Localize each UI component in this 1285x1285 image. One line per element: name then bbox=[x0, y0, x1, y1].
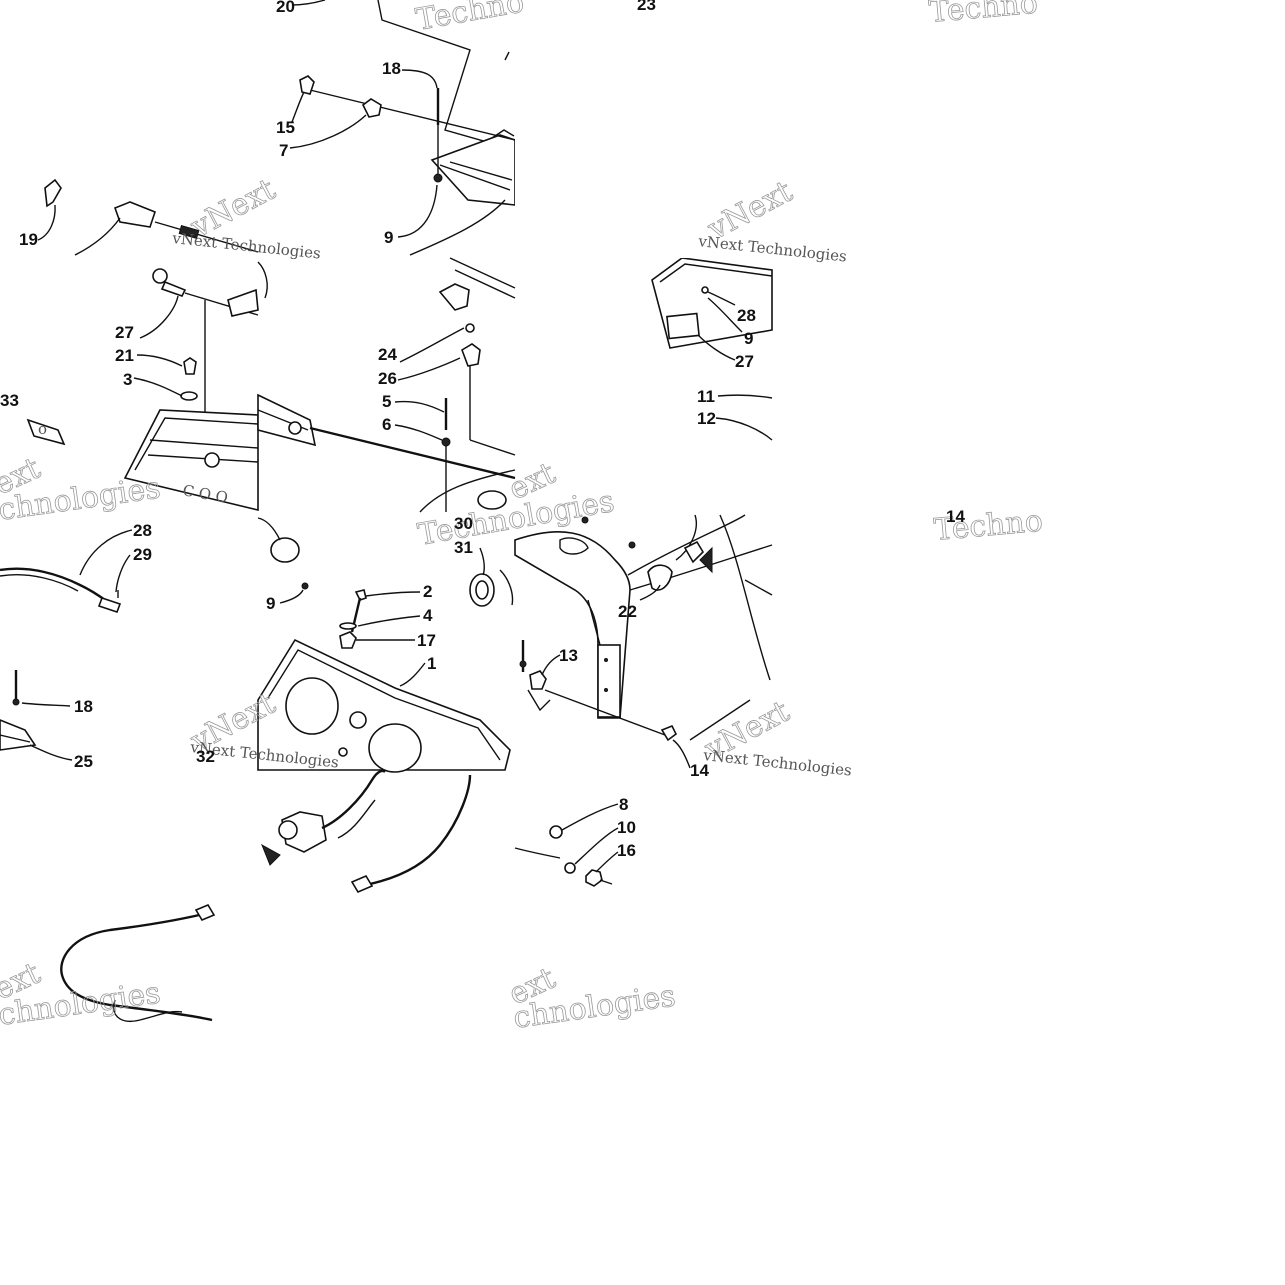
wire-harness bbox=[60, 769, 619, 1022]
callout-label: 15 bbox=[276, 118, 295, 137]
fasteners-top bbox=[289, 0, 691, 238]
callout-label: 13 bbox=[559, 646, 578, 665]
console-cover-panel bbox=[377, 0, 516, 256]
callout-label: 28 bbox=[133, 521, 152, 540]
callout-label: 10 bbox=[617, 818, 636, 837]
callout-label: 12 bbox=[697, 409, 716, 428]
callout-label: 26 bbox=[378, 369, 397, 388]
line-art: C O O o bbox=[0, 0, 971, 1022]
gauge-panel bbox=[257, 517, 514, 773]
callout-label: 4 bbox=[423, 606, 433, 625]
callout-label: 7 bbox=[279, 141, 288, 160]
callout-label: 9 bbox=[384, 228, 393, 247]
callout-label: 3 bbox=[123, 370, 132, 389]
callout-label: 22 bbox=[618, 602, 637, 621]
callout-label: 6 bbox=[382, 415, 391, 434]
watermark-brand: vNext Technologies bbox=[171, 229, 322, 263]
watermark-fragment: Techno bbox=[413, 0, 526, 38]
callout-label: 21 bbox=[115, 346, 134, 365]
callout-label: 14 bbox=[690, 761, 709, 780]
callout-label: 28 bbox=[737, 306, 756, 325]
callout-label: 29 bbox=[133, 545, 152, 564]
callout-label: 23 bbox=[637, 0, 656, 14]
callout-label: 19 bbox=[19, 230, 38, 249]
hood-side-right bbox=[514, 514, 773, 769]
callout-label: 30 bbox=[454, 514, 473, 533]
watermark-fragment: Techno bbox=[928, 0, 1040, 30]
callout-label: 25 bbox=[74, 752, 93, 771]
callout-label: 8 bbox=[619, 795, 628, 814]
callout-label: 16 bbox=[617, 841, 636, 860]
callout-label: 32 bbox=[196, 747, 215, 766]
callout-label: 9 bbox=[744, 329, 753, 348]
svg-text:o: o bbox=[38, 420, 47, 438]
throttle-assembly bbox=[37, 178, 259, 256]
callout-label: 18 bbox=[74, 697, 93, 716]
callout-labels: 20 23 18 15 7 9 19 27 21 3 33 24 26 5 6 … bbox=[0, 0, 965, 860]
callout-label: 17 bbox=[417, 631, 436, 650]
callout-label: 1 bbox=[427, 654, 436, 673]
callout-label: 14 bbox=[946, 507, 965, 526]
callout-label: 5 bbox=[382, 392, 391, 411]
callout-label: 27 bbox=[115, 323, 134, 342]
light-housing-left: C O O o bbox=[26, 261, 268, 512]
callout-label: 33 bbox=[0, 391, 19, 410]
callout-label: 27 bbox=[735, 352, 754, 371]
callout-label: 9 bbox=[266, 594, 275, 613]
callout-label: 2 bbox=[423, 582, 432, 601]
callout-label: 24 bbox=[378, 345, 397, 364]
side-panel-right bbox=[651, 257, 971, 519]
callout-label: 11 bbox=[697, 387, 715, 406]
callout-label: 31 bbox=[454, 538, 473, 557]
callout-label: 20 bbox=[276, 0, 295, 16]
switch-bracket-center bbox=[257, 257, 516, 513]
callout-label: 18 bbox=[382, 59, 401, 78]
cable-left bbox=[0, 529, 133, 761]
